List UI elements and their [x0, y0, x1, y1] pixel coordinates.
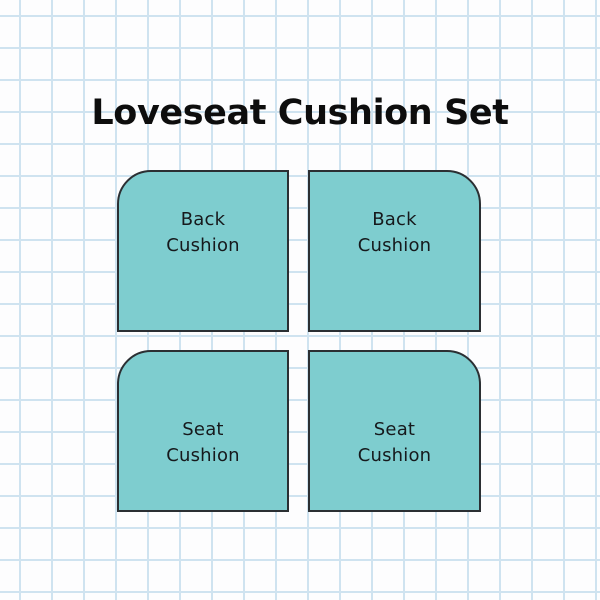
cushion-back-right-label: Back Cushion — [357, 209, 432, 256]
cushion-seat-right-label: Seat Cushion — [357, 419, 432, 466]
cushion-seat-left[interactable]: Seat Cushion — [117, 350, 289, 512]
cushion-back-right[interactable]: Back Cushion — [308, 170, 481, 332]
cushion-back-left[interactable]: Back Cushion — [117, 170, 289, 332]
cushion-seat-right[interactable]: Seat Cushion — [308, 350, 481, 512]
page-title: Loveseat Cushion Set — [91, 93, 509, 133]
cushion-seat-left-label: Seat Cushion — [166, 419, 240, 466]
cushion-back-left-label: Back Cushion — [166, 209, 240, 256]
